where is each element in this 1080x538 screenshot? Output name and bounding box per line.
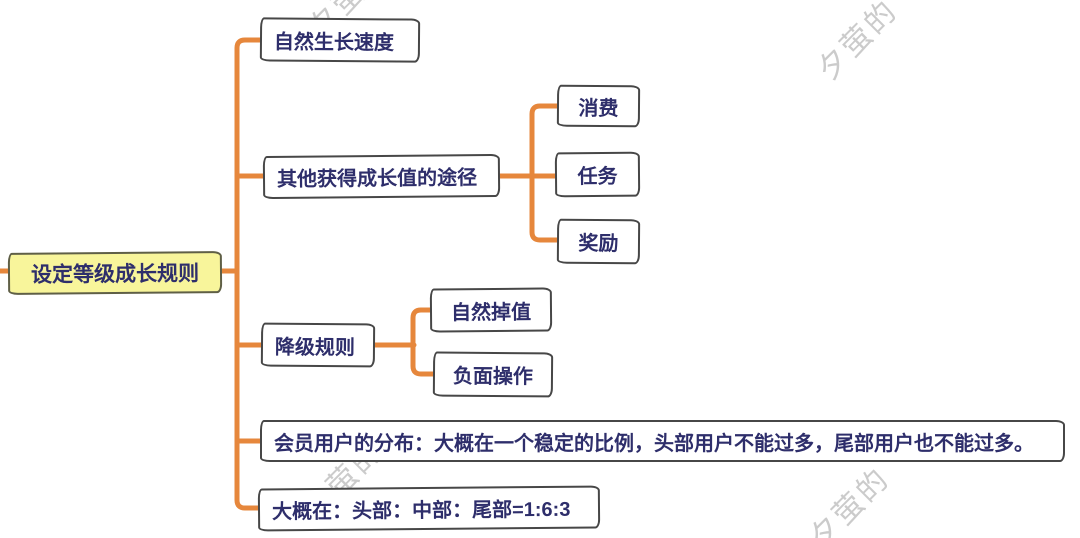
node-ratio[interactable]: 大概在：头部：中部：尾部=1:6:3: [257, 485, 601, 532]
edge-lines: [0, 37, 561, 511]
node-downgrade-rules[interactable]: 降级规则: [260, 322, 376, 368]
node-other-growth-ways[interactable]: 其他获得成长值的途径: [262, 153, 501, 200]
node-consume[interactable]: 消费: [556, 84, 641, 128]
node-reward[interactable]: 奖励: [556, 218, 641, 265]
node-negative-action[interactable]: 负面操作: [432, 351, 554, 398]
node-task[interactable]: 任务: [554, 151, 641, 198]
node-root[interactable]: 设定等级成长规则: [7, 251, 223, 295]
node-natural-growth-speed[interactable]: 自然生长速度: [259, 17, 421, 63]
node-natural-drop[interactable]: 自然掉值: [429, 287, 553, 333]
node-member-distribution[interactable]: 会员用户的分布：大概在一个稳定的比例，头部用户不能过多，尾部用户也不能过多。: [260, 420, 1065, 462]
